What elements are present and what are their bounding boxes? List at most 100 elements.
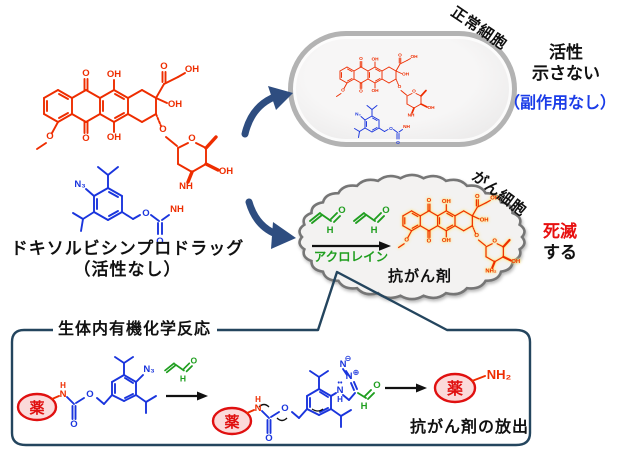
schematic-prodrug: 薬 HN O O N₃ bbox=[16, 356, 157, 430]
prodrug-caption: ドキソルビシンプロドラッグ （活性なし） bbox=[5, 238, 250, 281]
svg-text:O: O bbox=[160, 61, 167, 72]
svg-text:O: O bbox=[341, 88, 345, 94]
svg-text:N₃: N₃ bbox=[355, 112, 361, 118]
svg-text:H: H bbox=[327, 225, 334, 236]
svg-text:O: O bbox=[475, 194, 480, 200]
svg-text:N: N bbox=[346, 371, 353, 382]
svg-text:O: O bbox=[86, 389, 93, 400]
svg-text:NH₂: NH₂ bbox=[485, 268, 496, 274]
svg-text:O: O bbox=[427, 198, 432, 204]
prodrug-caption-line2: （活性なし） bbox=[73, 260, 182, 280]
active-doxorubicin: O O OH OH O O OH OH O O OH NH₂ bbox=[397, 194, 520, 274]
svg-text:N₃: N₃ bbox=[143, 364, 154, 375]
svg-text:OH: OH bbox=[107, 69, 121, 80]
svg-text:O: O bbox=[398, 53, 402, 59]
svg-text:H: H bbox=[60, 381, 66, 390]
reaction-box-outline bbox=[10, 270, 532, 447]
svg-text:OH: OH bbox=[511, 259, 520, 265]
arrow-to-normal-cell bbox=[241, 86, 293, 138]
normal-cell-result: 活性 示さない bbox=[520, 42, 612, 85]
svg-text:OH: OH bbox=[219, 166, 233, 177]
svg-text:O: O bbox=[142, 208, 149, 219]
svg-text:O: O bbox=[265, 433, 272, 444]
svg-text:薬: 薬 bbox=[446, 379, 464, 398]
svg-text:O: O bbox=[82, 68, 89, 79]
svg-text:OH: OH bbox=[402, 72, 410, 78]
anticancer-drug-label: 抗がん剤 bbox=[388, 268, 453, 285]
acrolein-label: アクロレイン bbox=[313, 250, 389, 264]
acrolein-reagent: OH bbox=[164, 355, 197, 383]
svg-text:H: H bbox=[180, 373, 186, 383]
normal-cell-result-line2: 示さない bbox=[532, 64, 600, 84]
svg-text:N: N bbox=[340, 359, 347, 370]
svg-text:O: O bbox=[156, 236, 163, 247]
reaction-arrow-cancer bbox=[312, 241, 391, 251]
svg-text:OH: OH bbox=[427, 105, 435, 111]
cancer-cell-body bbox=[298, 173, 526, 301]
reaction-arrow-box-1 bbox=[166, 391, 208, 401]
svg-text:O: O bbox=[70, 419, 77, 430]
svg-text:O: O bbox=[46, 131, 53, 142]
svg-text:OH: OH bbox=[490, 196, 499, 202]
svg-text:OH: OH bbox=[371, 88, 379, 94]
reaction-box-title: 生体内有機化学反応 bbox=[58, 321, 212, 338]
svg-text:薬: 薬 bbox=[223, 413, 239, 431]
arrow-to-cancer-cell bbox=[245, 198, 296, 249]
svg-text:O: O bbox=[412, 89, 416, 95]
svg-text:NH: NH bbox=[403, 124, 410, 130]
svg-text:O: O bbox=[359, 89, 363, 95]
svg-text:N: N bbox=[337, 385, 344, 396]
svg-text:OH: OH bbox=[107, 132, 121, 143]
svg-text:NH: NH bbox=[408, 113, 415, 119]
svg-text:O: O bbox=[373, 380, 380, 391]
svg-text:NH: NH bbox=[179, 181, 193, 192]
svg-text:O: O bbox=[190, 355, 197, 365]
reaction-box-result: 抗がん剤の放出 bbox=[410, 419, 530, 436]
schematic-released-drug: 薬 NH₂ bbox=[433, 367, 512, 404]
cancer-result-red: 死滅 bbox=[543, 222, 577, 241]
svg-text:⊖: ⊖ bbox=[345, 354, 352, 363]
normal-cell-body bbox=[288, 31, 517, 147]
svg-text:O: O bbox=[427, 239, 432, 245]
cancer-result-suffix: する bbox=[543, 243, 577, 263]
svg-text:OH: OH bbox=[168, 99, 182, 110]
reaction-arrow-box-2 bbox=[385, 383, 427, 393]
prodrug-caption-line1: ドキソルビシンプロドラッグ bbox=[10, 239, 245, 258]
svg-text:NH: NH bbox=[170, 204, 184, 215]
svg-text:NH₂: NH₂ bbox=[487, 367, 512, 382]
normal-cell-note: （副作用なし） bbox=[503, 95, 616, 112]
svg-text:O: O bbox=[474, 233, 479, 239]
svg-text:薬: 薬 bbox=[28, 399, 44, 417]
normal-cell-result-line1: 活性 bbox=[549, 43, 583, 62]
cancer-cell-result: 死滅 する bbox=[543, 221, 577, 264]
svg-text:H: H bbox=[255, 395, 261, 404]
svg-text:N: N bbox=[60, 389, 67, 400]
svg-text:N₃: N₃ bbox=[74, 179, 85, 190]
svg-text:OH: OH bbox=[442, 238, 451, 244]
svg-text:O: O bbox=[492, 239, 497, 245]
svg-text:H: H bbox=[371, 225, 378, 236]
svg-text:OH: OH bbox=[371, 57, 379, 63]
svg-text:OH: OH bbox=[442, 199, 451, 205]
acrolein-molecule-2: OH bbox=[353, 205, 390, 236]
svg-text:N: N bbox=[255, 403, 262, 414]
acrolein-molecule-1: OH bbox=[309, 205, 346, 236]
svg-text:••: •• bbox=[338, 380, 343, 387]
svg-text:O: O bbox=[159, 124, 166, 135]
svg-text:O: O bbox=[359, 56, 363, 62]
svg-text:H: H bbox=[361, 401, 368, 412]
svg-text:OH: OH bbox=[410, 54, 418, 60]
svg-text:O: O bbox=[82, 133, 89, 144]
svg-text:O: O bbox=[382, 205, 389, 216]
svg-text:O: O bbox=[404, 237, 409, 243]
svg-text:O: O bbox=[281, 403, 288, 414]
svg-text:OH: OH bbox=[480, 217, 489, 223]
svg-text:O: O bbox=[396, 140, 400, 146]
